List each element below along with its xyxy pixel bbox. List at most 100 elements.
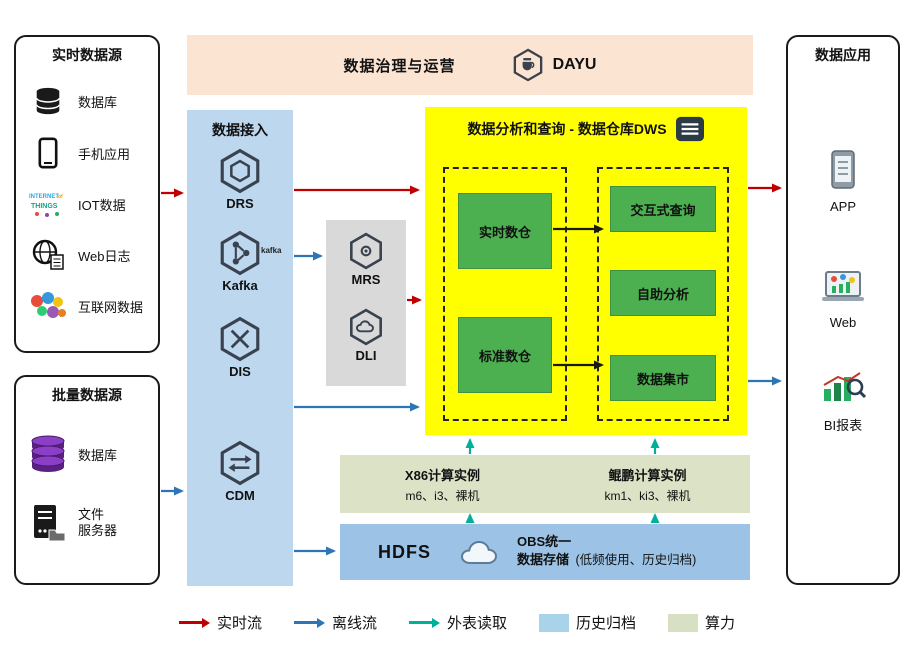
data-ingestion-title: 数据接入 bbox=[212, 122, 268, 138]
legend-item-external-read: 外表读取 bbox=[408, 612, 507, 633]
applications-title: 数据应用 bbox=[815, 47, 871, 63]
lightgreen-swatch bbox=[668, 613, 699, 632]
source-label: 数据库 bbox=[78, 94, 118, 110]
iot-icon: INTERNET of THINGS bbox=[26, 189, 70, 219]
interactive-query-box: 交互式查询 bbox=[610, 186, 716, 232]
compute-title: X86计算实例 bbox=[404, 467, 481, 483]
processing-panel: MRS DLI bbox=[326, 220, 406, 386]
dis-icon bbox=[220, 316, 260, 362]
warehouse-group: 实时数仓 标准数仓 bbox=[443, 167, 567, 421]
file-server-icon bbox=[26, 503, 70, 543]
list-item: 文件 服务器 bbox=[16, 503, 158, 543]
list-item: 数据库 bbox=[16, 435, 158, 473]
kunpeng-compute-cell: 鲲鹏计算实例 km1、ki3、裸机 bbox=[545, 455, 750, 513]
box-label: 交互式查询 bbox=[630, 202, 696, 218]
red-arrow-icon bbox=[178, 617, 210, 628]
list-item: Web日志 bbox=[16, 239, 158, 271]
cloud-icon bbox=[460, 540, 498, 564]
globe-log-icon bbox=[26, 239, 70, 271]
app-item: APP bbox=[788, 149, 898, 214]
realtime-sources-panel: 实时数据源 数据库 手机应 bbox=[14, 35, 160, 353]
box-label: 标准数仓 bbox=[478, 348, 531, 364]
svg-text:THINGS: THINGS bbox=[31, 203, 58, 210]
document-icon bbox=[675, 116, 704, 142]
data-mart-box: 数据集市 bbox=[610, 355, 716, 401]
x86-compute-cell: X86计算实例 m6、i3、裸机 bbox=[340, 455, 545, 513]
legend-item-history-archive: 历史归档 bbox=[539, 612, 636, 633]
teal-arrow-icon bbox=[408, 617, 440, 628]
dli-icon bbox=[350, 308, 382, 346]
box-label: 实时数仓 bbox=[478, 224, 531, 240]
legend-item-offline-flow: 离线流 bbox=[293, 612, 377, 633]
service-label: DLI bbox=[355, 348, 377, 363]
list-item: INTERNET of THINGS IOT数据 bbox=[16, 189, 158, 219]
service-label: DIS bbox=[229, 364, 251, 379]
legend-label: 算力 bbox=[705, 615, 736, 632]
internet-data-icon bbox=[26, 291, 70, 321]
kafka-icon bbox=[220, 230, 260, 276]
lightblue-swatch bbox=[539, 613, 569, 632]
compute-title: 鲲鹏计算实例 bbox=[608, 467, 687, 483]
app-label: APP bbox=[829, 199, 856, 214]
legend-item-compute-power: 算力 bbox=[668, 612, 735, 633]
legend-label: 历史归档 bbox=[576, 615, 637, 632]
svg-text:INTERNET: INTERNET bbox=[29, 194, 59, 200]
dayu-label: DAYU bbox=[552, 56, 597, 73]
box-label: 数据集市 bbox=[636, 371, 689, 387]
storage-panel: HDFS OBS统一 数据存储 (低频使用、历史归档) bbox=[340, 524, 750, 580]
compute-spec: km1、ki3、裸机 bbox=[604, 488, 691, 503]
service-kafka: kafka Kafka bbox=[187, 230, 293, 293]
purple-database-icon bbox=[26, 435, 70, 473]
service-drs: DRS bbox=[187, 148, 293, 211]
kafka-wordmark: kafka bbox=[261, 246, 282, 255]
source-label: 数据库 bbox=[78, 447, 118, 463]
web-icon bbox=[822, 271, 864, 301]
legend: 实时流 离线流 外表读取 历史归档 算力 bbox=[0, 612, 914, 633]
self-service-analysis-box: 自助分析 bbox=[610, 270, 716, 316]
governance-banner: 数据治理与运营 DAYU bbox=[187, 35, 753, 95]
svg-text:of: of bbox=[58, 194, 63, 200]
list-item: 手机应用 bbox=[16, 137, 158, 169]
source-label: Web日志 bbox=[78, 248, 131, 264]
source-label: 文件 服务器 bbox=[78, 506, 118, 538]
mrs-icon bbox=[350, 232, 382, 270]
legend-label: 外表读取 bbox=[446, 615, 507, 632]
dws-panel: 数据分析和查询 - 数据仓库DWS 实时数仓 标准数仓 交互式查询 自助分析 bbox=[425, 107, 747, 435]
obs-note: (低频使用、历史归档) bbox=[575, 553, 697, 568]
standard-warehouse-box: 标准数仓 bbox=[458, 317, 552, 393]
list-item: 互联网数据 bbox=[16, 291, 158, 321]
service-dli: DLI bbox=[326, 308, 406, 363]
service-label: DRS bbox=[226, 196, 254, 211]
source-label: 互联网数据 bbox=[78, 299, 144, 315]
compute-spec: m6、i3、裸机 bbox=[405, 488, 480, 503]
app-phone-icon bbox=[831, 150, 855, 189]
obs-line1: OBS统一 bbox=[517, 533, 572, 549]
legend-label: 离线流 bbox=[331, 615, 377, 632]
compute-instances-panel: X86计算实例 m6、i3、裸机 鲲鹏计算实例 km1、ki3、裸机 bbox=[340, 455, 750, 513]
app-label: BI报表 bbox=[823, 418, 863, 433]
service-label: CDM bbox=[225, 488, 255, 503]
governance-title: 数据治理与运营 bbox=[343, 57, 456, 75]
service-dis: DIS bbox=[187, 316, 293, 379]
realtime-warehouse-box: 实时数仓 bbox=[458, 193, 552, 269]
obs-line2: 数据存储 bbox=[517, 552, 570, 568]
service-label: Kafka bbox=[222, 278, 258, 293]
obs-storage-text: OBS统一 数据存储 (低频使用、历史归档) bbox=[517, 534, 696, 570]
cdm-icon bbox=[220, 440, 260, 486]
phone-icon bbox=[26, 137, 70, 169]
database-icon bbox=[26, 85, 70, 117]
drs-icon bbox=[220, 148, 260, 194]
data-ingestion-panel: 数据接入 DRS kafka Kafka bbox=[187, 110, 293, 586]
dws-title: 数据分析和查询 - 数据仓库DWS bbox=[467, 121, 667, 137]
app-item: Web bbox=[788, 269, 898, 330]
app-label: Web bbox=[829, 315, 857, 330]
batch-sources-panel: 批量数据源 数据库 bbox=[14, 375, 160, 585]
realtime-sources-title: 实时数据源 bbox=[52, 47, 122, 63]
list-item: 数据库 bbox=[16, 85, 158, 117]
box-label: 自助分析 bbox=[636, 286, 689, 302]
source-label: 手机应用 bbox=[78, 146, 131, 162]
app-item: BI报表 bbox=[788, 369, 898, 434]
batch-sources-title: 批量数据源 bbox=[52, 387, 122, 403]
legend-item-realtime-flow: 实时流 bbox=[178, 612, 262, 633]
